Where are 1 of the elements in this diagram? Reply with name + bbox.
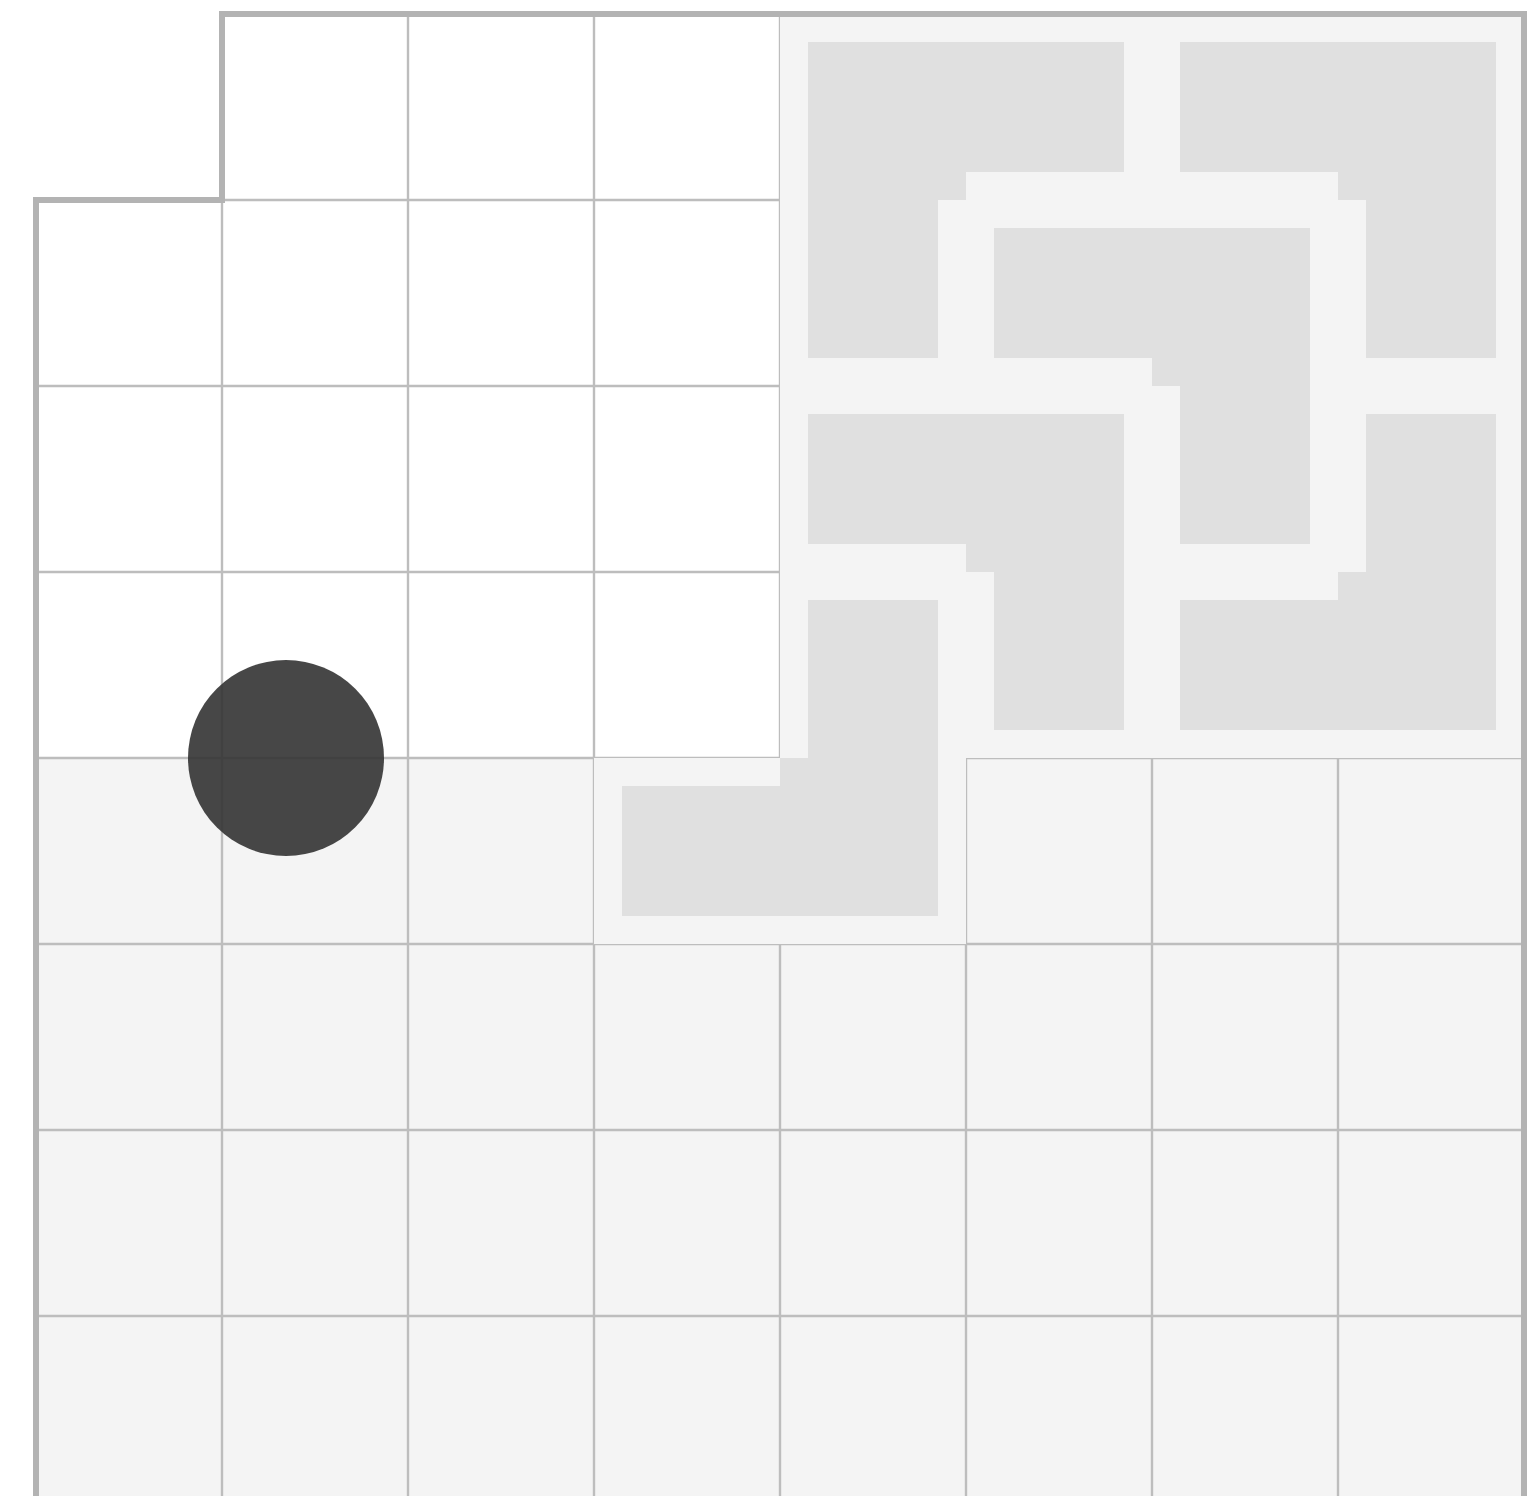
circle-marker (188, 660, 384, 856)
